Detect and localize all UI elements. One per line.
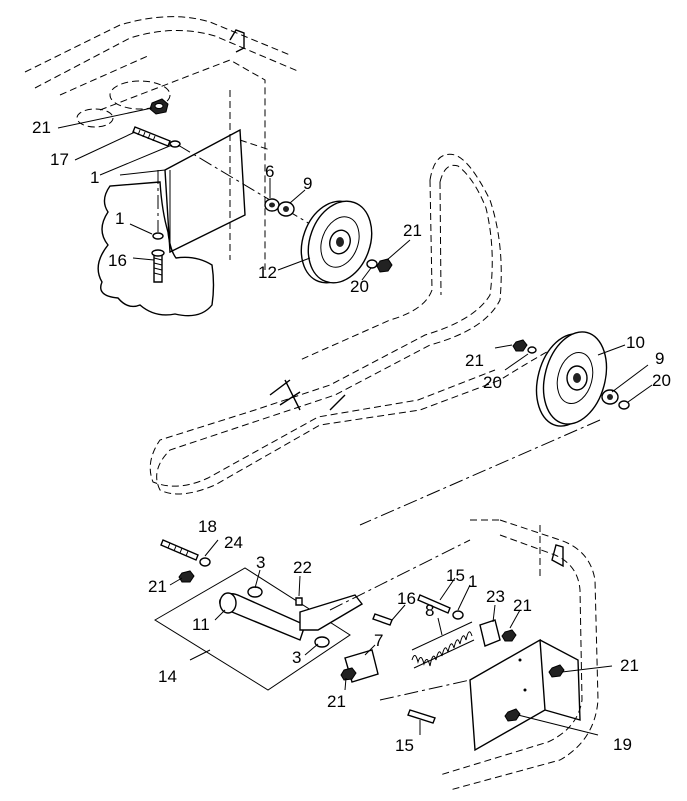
idler-pulley-10 <box>535 331 608 427</box>
mount-plate-19 <box>469 638 581 752</box>
lower-frame-outline <box>439 519 599 791</box>
callout-20: 20 <box>652 371 671 390</box>
callout-labels: 21 17 1 1 16 6 9 12 20 21 10 9 20 21 20 … <box>32 118 671 755</box>
pulley-spacer-6-9 <box>264 198 295 217</box>
callout-21: 21 <box>148 577 167 596</box>
callout-23: 23 <box>486 587 505 606</box>
callout-20: 20 <box>350 277 369 296</box>
callout-8: 8 <box>425 601 434 620</box>
callout-9: 9 <box>303 174 312 193</box>
callout-1: 1 <box>468 572 477 591</box>
bracket-hardware <box>132 98 321 283</box>
callout-21: 21 <box>465 351 484 370</box>
idler-arm-14 <box>154 567 364 691</box>
cutaway-outline <box>97 181 215 317</box>
callout-1: 1 <box>115 209 124 228</box>
spring-hardware <box>329 539 517 724</box>
callout-3: 3 <box>292 648 301 667</box>
pulley-washer-nut-20-21 <box>366 258 393 273</box>
callout-21: 21 <box>513 596 532 615</box>
callout-21: 21 <box>32 118 51 137</box>
callout-21: 21 <box>327 692 346 711</box>
spring-8 <box>411 621 475 669</box>
callout-14: 14 <box>158 667 177 686</box>
callout-10: 10 <box>626 333 645 352</box>
callout-16: 16 <box>397 589 416 608</box>
callout-15: 15 <box>446 566 465 585</box>
pulley10-hardware <box>359 339 630 526</box>
callout-6: 6 <box>265 162 274 181</box>
callout-16: 16 <box>108 251 127 270</box>
callout-21: 21 <box>620 656 639 675</box>
callout-3: 3 <box>256 553 265 572</box>
pulley-bracket <box>119 128 246 254</box>
callout-19: 19 <box>613 735 632 754</box>
callout-11: 11 <box>192 615 210 634</box>
callout-20: 20 <box>483 373 502 392</box>
callout-24: 24 <box>224 533 243 552</box>
drive-belt <box>149 153 561 495</box>
callout-15: 15 <box>395 736 414 755</box>
callout-12: 12 <box>258 263 277 282</box>
callout-22: 22 <box>293 558 312 577</box>
callout-9: 9 <box>655 349 664 368</box>
callout-18: 18 <box>198 517 217 536</box>
idler-pulley-12 <box>300 200 373 284</box>
callout-7: 7 <box>374 631 383 650</box>
callout-21: 21 <box>403 221 422 240</box>
callout-1: 1 <box>90 168 99 187</box>
bolt-18 <box>160 539 211 583</box>
callout-17: 17 <box>50 150 69 169</box>
upper-frame-outline <box>24 16 301 270</box>
leader-lines <box>57 107 653 736</box>
